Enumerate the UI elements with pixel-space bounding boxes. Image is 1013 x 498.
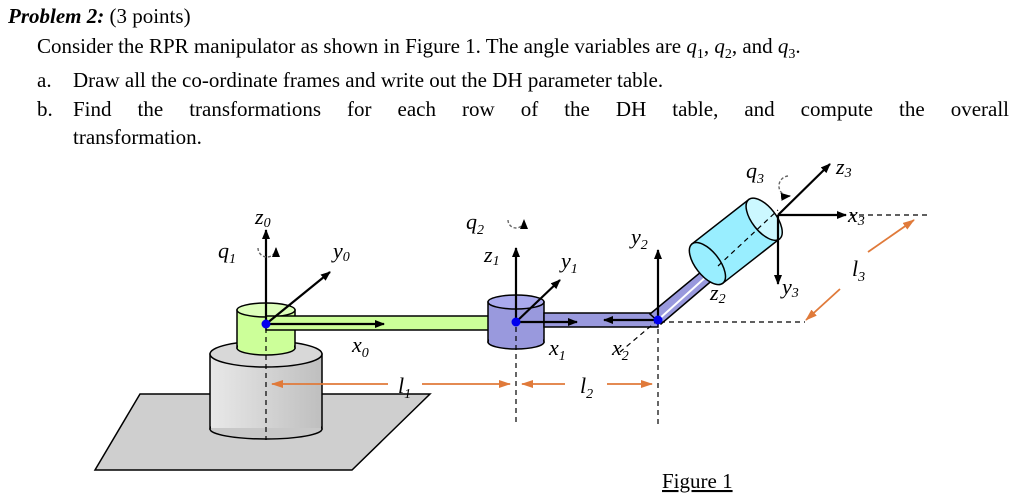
intro-text: Consider the RPR manipulator as shown in… <box>37 34 682 58</box>
q2-rotation-arrow <box>507 219 528 230</box>
item-b-continuation: transformation. <box>73 125 202 149</box>
q3-label: q3 <box>746 158 764 187</box>
x3-label: x3 <box>847 202 865 229</box>
item-a-text: Draw all the co-ordinate frames and writ… <box>73 68 664 92</box>
l2-label: l2 <box>580 373 593 402</box>
figure-caption: Figure 1 <box>662 469 733 493</box>
intro-var-sub: 1 <box>696 47 704 63</box>
intro-sep: , <box>703 34 715 58</box>
item-b-text: Find the transformations for each row of… <box>73 97 1009 121</box>
y3-label: y3 <box>780 274 799 301</box>
intro-sep: , and <box>731 34 778 58</box>
intro-var: q <box>686 34 697 58</box>
item-b-marker: b. <box>37 97 53 121</box>
figure-labels: q1 z0 y0 x0 q2 z1 y1 x1 y2 x2 z2 q3 z3 x… <box>218 154 865 402</box>
intro-sep: . <box>795 34 801 58</box>
intro-var-sub: 3 <box>788 47 796 63</box>
q1-label: q1 <box>218 238 236 267</box>
joint2-dot <box>511 317 521 327</box>
z2-label: z2 <box>709 280 726 307</box>
y2-label: y2 <box>629 224 648 253</box>
problem-intro: Consider the RPR manipulator as shown in… <box>37 34 801 67</box>
intro-var: q <box>777 34 789 58</box>
problem-heading: Problem 2: (3 points) <box>8 4 191 28</box>
y0-label: y0 <box>331 238 350 265</box>
z0-label: z0 <box>254 204 271 231</box>
joint1-dot <box>261 319 271 329</box>
x1-label: x1 <box>548 335 566 364</box>
x2-label: x2 <box>611 335 629 364</box>
joint3-cylinder <box>688 197 783 286</box>
z3-label: z3 <box>835 154 852 181</box>
problem-points: (3 points) <box>109 4 191 28</box>
y1-label: y1 <box>559 248 578 277</box>
y1-arrow <box>515 279 561 323</box>
item-a-marker: a. <box>37 68 52 92</box>
z3-arrow <box>777 163 831 216</box>
x0-label: x0 <box>351 332 369 361</box>
l3-dim-down <box>805 288 841 321</box>
l3-dim-up <box>867 219 915 253</box>
dimension-lines <box>271 219 915 388</box>
intro-var-sub: 2 <box>724 47 732 63</box>
z1-label: z1 <box>483 242 500 269</box>
q2-label: q2 <box>466 209 484 238</box>
l1-label: l1 <box>398 373 411 402</box>
y0-arrow <box>265 271 331 325</box>
l3-label: l3 <box>852 256 865 285</box>
problem-title: Problem 2: <box>8 4 105 28</box>
joint3-dot <box>653 315 663 325</box>
q3-rotation-arrow <box>778 175 791 201</box>
intro-var: q <box>714 34 725 58</box>
